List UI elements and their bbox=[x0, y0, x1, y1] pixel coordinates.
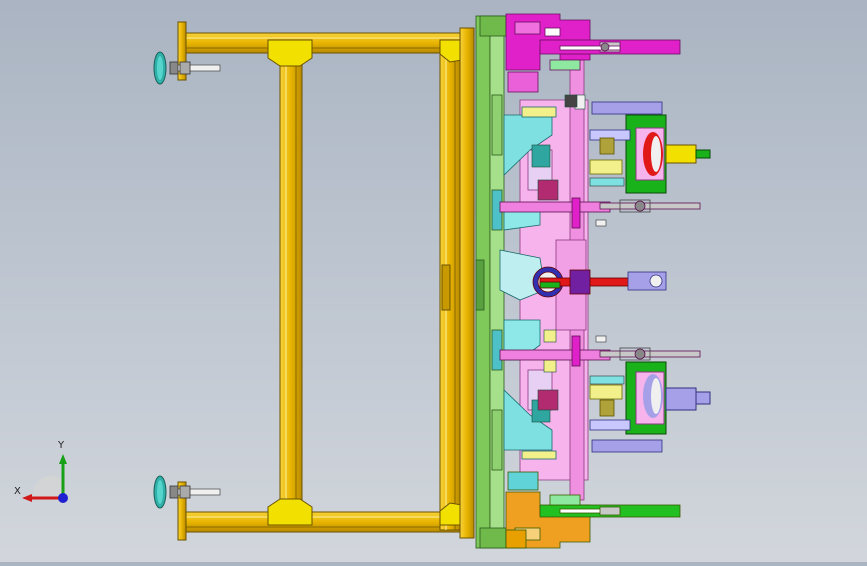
leveling-foot-top bbox=[153, 51, 221, 85]
pneumatic-cylinders bbox=[589, 101, 663, 453]
y-axis-label: Y bbox=[58, 440, 65, 451]
lower-clamp-pad bbox=[625, 361, 711, 435]
upper-clamp-pad bbox=[625, 114, 711, 194]
x-axis-label: X bbox=[14, 486, 21, 497]
top-clamp-assembly bbox=[505, 13, 681, 93]
orientation-triad: X Y bbox=[8, 440, 88, 510]
leveling-foot-bottom bbox=[153, 475, 221, 509]
mounting-plate bbox=[475, 15, 507, 549]
sensor-brackets bbox=[589, 177, 625, 385]
center-pin-assembly bbox=[532, 266, 667, 298]
triad-axes-icon bbox=[22, 454, 68, 503]
bottom-clamp-assembly bbox=[505, 471, 681, 549]
locating-blocks bbox=[531, 94, 586, 423]
base-frame bbox=[177, 21, 475, 541]
clamp-rods bbox=[499, 197, 701, 367]
